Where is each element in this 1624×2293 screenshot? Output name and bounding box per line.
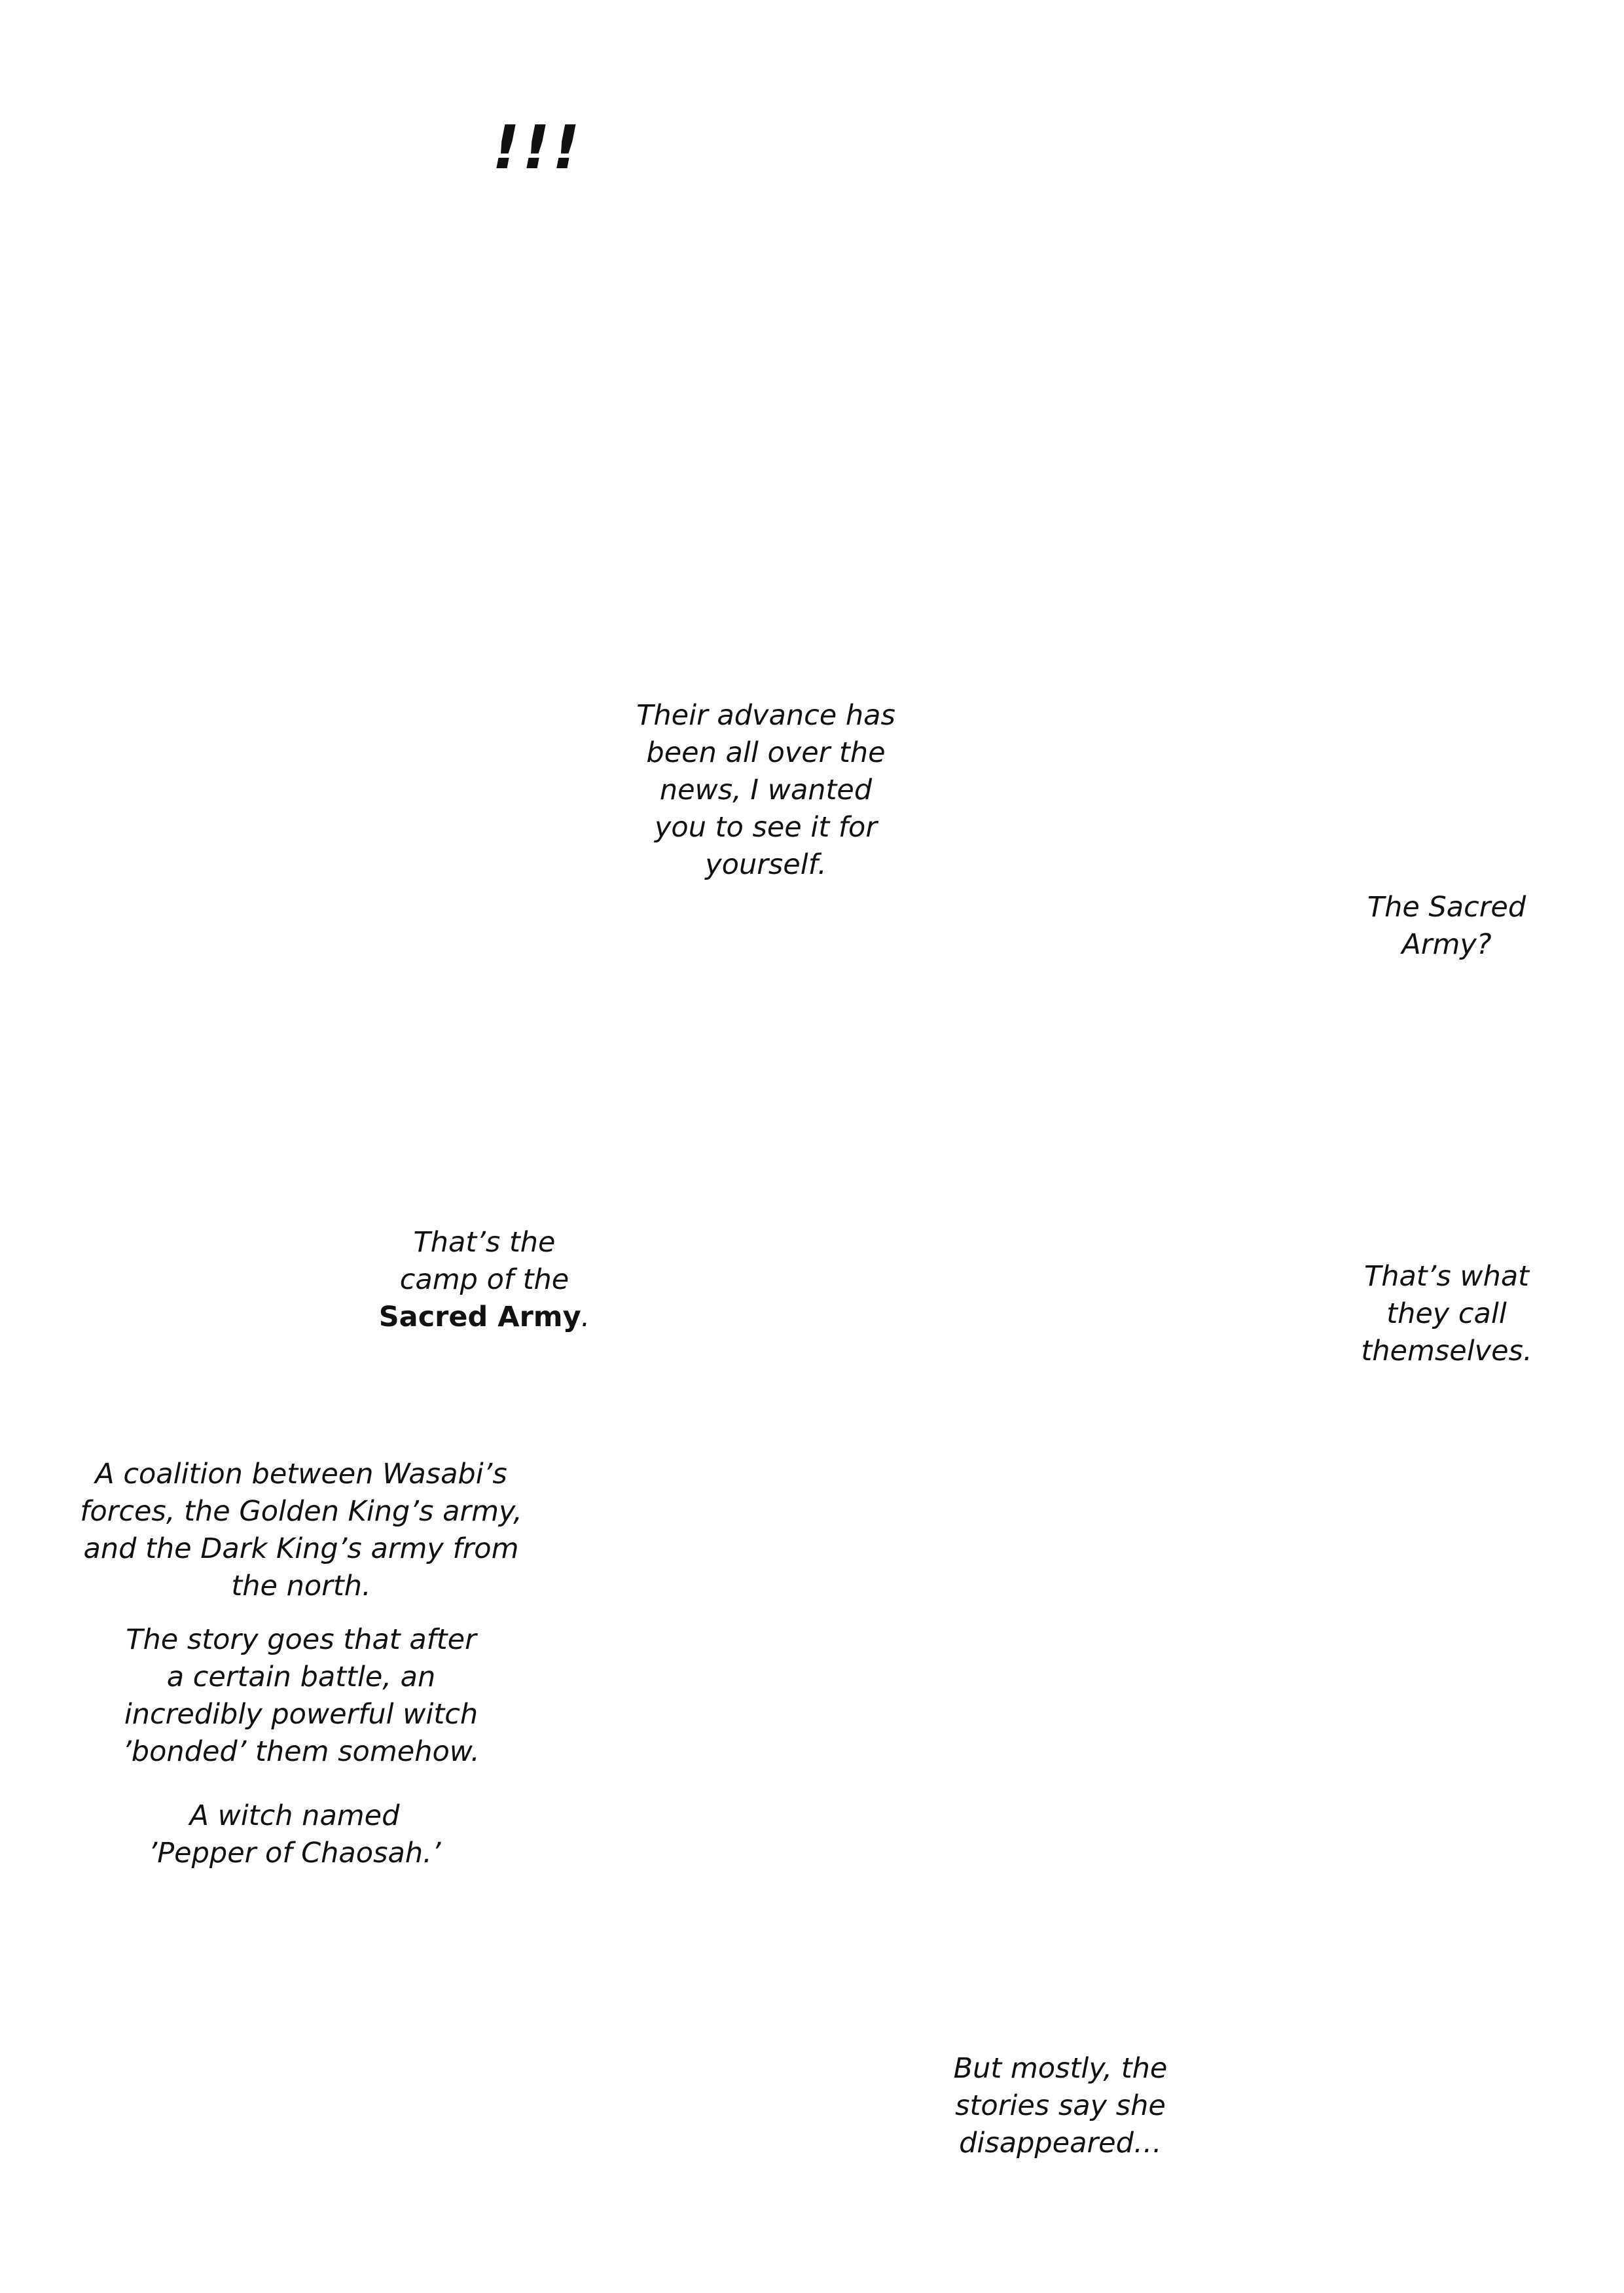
speech-line: That’s what [1363, 1260, 1530, 1293]
speech-line: A witch named [189, 1799, 400, 1832]
speech-advance: Their advance has been all over the news… [628, 697, 903, 884]
speech-line: yourself. [705, 848, 827, 881]
speech-witch-named: A witch named ’Pepper of Chaosah.’ [124, 1797, 465, 1872]
speech-line: disappeared… [959, 2127, 1162, 2159]
speech-line: That’s the [413, 1226, 556, 1259]
speech-story: The story goes that after a certain batt… [85, 1621, 517, 1771]
speech-camp: That’s the camp of the Sacred Army. [373, 1224, 596, 1336]
speech-line: The Sacred [1367, 891, 1526, 924]
speech-line: been all over the [646, 736, 886, 769]
speech-coalition: A coalition between Wasabi’s forces, the… [72, 1456, 530, 1605]
speech-sacred-army-question: The Sacred Army? [1348, 889, 1545, 964]
speech-line: The story goes that after [126, 1623, 477, 1656]
speech-call-themselves: That’s what they call themselves. [1348, 1258, 1545, 1370]
sfx-exclamation: !!! [492, 113, 583, 183]
speech-line: camp of the [399, 1263, 569, 1296]
speech-line: incredibly powerful witch [124, 1698, 478, 1731]
speech-line: they call [1386, 1297, 1507, 1330]
speech-line: Army? [1401, 928, 1492, 961]
speech-line: A coalition between Wasabi’s [95, 1458, 507, 1490]
speech-line: ’bonded’ them somehow. [122, 1735, 480, 1768]
speech-emphasis: Sacred Army [378, 1301, 581, 1333]
speech-punctuation: . [581, 1301, 590, 1333]
speech-line: Their advance has [636, 699, 895, 732]
speech-disappeared: But mostly, the stories say she disappea… [943, 2050, 1178, 2162]
speech-line: ’Pepper of Chaosah.’ [148, 1837, 441, 1869]
speech-line: forces, the Golden King’s army, [80, 1495, 522, 1528]
speech-line: the north. [231, 1570, 371, 1602]
speech-line: But mostly, the [953, 2052, 1168, 2085]
speech-line: Sacred Army. [373, 1299, 596, 1336]
speech-line: you to see it for [654, 811, 878, 844]
speech-line: and the Dark King’s army from [83, 1532, 519, 1565]
speech-line: a certain battle, an [166, 1661, 436, 1693]
speech-line: stories say she [955, 2089, 1166, 2122]
speech-line: news, I wanted [659, 774, 873, 806]
speech-line: themselves. [1361, 1335, 1532, 1367]
